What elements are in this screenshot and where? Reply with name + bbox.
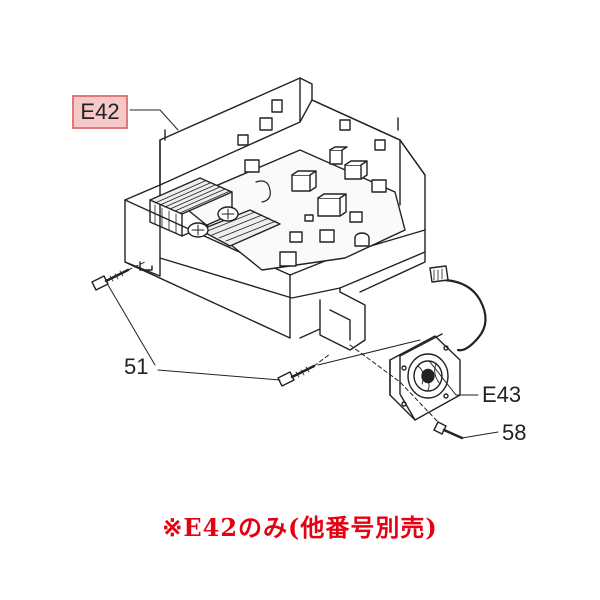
leader-lines — [107, 109, 499, 439]
screw-51-left-icon — [91, 268, 130, 291]
callout-51: 51 — [124, 354, 149, 379]
screw-51-right-icon — [277, 364, 316, 387]
callout-58: 58 — [502, 420, 527, 445]
cooling-fan-icon — [389, 333, 461, 421]
callout-e42: E42 — [72, 95, 128, 129]
fan-cable — [443, 278, 487, 352]
screw-58-icon — [433, 421, 464, 440]
control-board-assembly — [124, 77, 426, 351]
board-components — [237, 99, 387, 267]
callout-e43: E43 — [482, 382, 522, 407]
heatsink-screw-icon — [187, 206, 239, 238]
cable-connector — [429, 265, 449, 283]
sale-note: ※E42のみ(他番号別売) — [162, 513, 438, 542]
